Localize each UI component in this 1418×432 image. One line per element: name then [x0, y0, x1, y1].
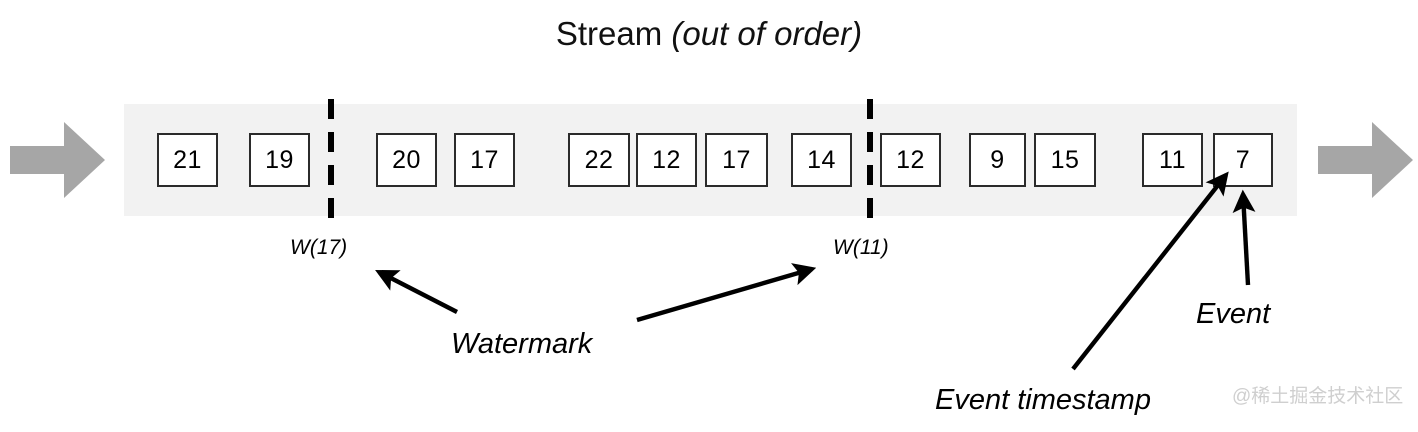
connector-watermark-to-w11	[636, 263, 817, 323]
watermark-line	[867, 99, 873, 223]
stream-outflow-arrow	[1318, 122, 1413, 198]
event-box[interactable]: 12	[636, 133, 697, 187]
event-box[interactable]: 20	[376, 133, 437, 187]
connector-watermark-to-w17	[375, 269, 459, 314]
annotation-watermark: Watermark	[451, 328, 593, 360]
annotation-event-timestamp: Event timestamp	[935, 384, 1151, 416]
event-box[interactable]: 17	[705, 133, 768, 187]
event-box[interactable]: 17	[454, 133, 515, 187]
stream-inflow-arrow	[10, 122, 105, 198]
site-watermark: @稀土掘金技术社区	[1232, 386, 1404, 407]
watermark-label-w17: W(17)	[290, 236, 348, 259]
event-box[interactable]: 9	[969, 133, 1026, 187]
event-box[interactable]: 11	[1142, 133, 1203, 187]
page-title: Stream (out of order)	[0, 14, 1418, 54]
event-box[interactable]: 7	[1213, 133, 1273, 187]
page-title-plain: Stream	[555, 15, 672, 52]
watermark-label-w11: W(11)	[833, 236, 889, 259]
event-box[interactable]: 15	[1034, 133, 1096, 187]
event-box[interactable]: 21	[157, 133, 218, 187]
event-box[interactable]: 14	[791, 133, 852, 187]
event-box[interactable]: 22	[568, 133, 630, 187]
annotation-event: Event	[1196, 298, 1271, 330]
event-box[interactable]: 12	[880, 133, 941, 187]
event-box[interactable]: 19	[249, 133, 310, 187]
watermark-line	[328, 99, 334, 223]
page-title-italic: (out of order)	[671, 15, 863, 52]
